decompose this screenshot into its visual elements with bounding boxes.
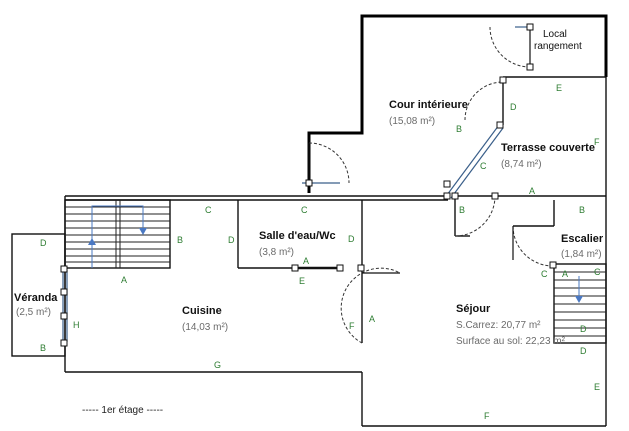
veranda-name: Véranda <box>14 292 58 304</box>
door-leaves <box>308 27 531 274</box>
veranda-area: (2,5 m²) <box>16 307 51 318</box>
wall-label: C <box>541 269 548 279</box>
wall-label: B <box>579 205 586 215</box>
local-name-2: rangement <box>534 41 582 52</box>
escalier-area: (1,84 m²) <box>561 249 602 260</box>
wall-label: A <box>303 256 310 266</box>
sejour-sol: Surface au sol: 22,23 m² <box>456 336 565 347</box>
wall-label: E <box>299 276 306 286</box>
wall-label: A <box>121 275 128 285</box>
wall-label: B <box>40 343 47 353</box>
salle-area: (3,8 m²) <box>259 247 294 258</box>
windows <box>62 26 530 342</box>
wall-label: D <box>348 234 355 244</box>
wall-label: C <box>205 205 212 215</box>
cuisine-name: Cuisine <box>182 305 222 317</box>
wall-label: C <box>480 161 487 171</box>
wall-label: F <box>594 137 600 147</box>
wall-label: D <box>580 346 587 356</box>
escalier-name: Escalier <box>561 233 604 245</box>
cour-area: (15,08 m²) <box>389 116 436 127</box>
salle-name: Salle d'eau/Wc <box>259 230 336 242</box>
cour-name: Cour intérieure <box>389 99 468 111</box>
wall-label: C <box>594 267 601 277</box>
stairs-right <box>554 271 606 337</box>
wall-label: B <box>459 205 466 215</box>
wall-label: D <box>580 324 587 334</box>
wall-label: E <box>594 382 601 392</box>
wall-label: A <box>369 314 376 324</box>
sejour-carrez: S.Carrez: 20,77 m² <box>456 320 541 331</box>
wall-label: H <box>73 320 80 330</box>
terrasse-area: (8,74 m²) <box>501 159 542 170</box>
wall-label: A <box>529 186 536 196</box>
door-arcs <box>308 26 554 344</box>
wall-label: C <box>301 205 308 215</box>
wall-label: B <box>456 124 463 134</box>
interior-walls <box>11 76 607 427</box>
wall-label: F <box>484 411 490 421</box>
joints <box>60 23 557 347</box>
cuisine-area: (14,03 m²) <box>182 322 229 333</box>
sejour-name: Séjour <box>456 303 491 315</box>
wall-label: D <box>40 238 47 248</box>
floor-caption: ----- 1er étage ----- <box>82 405 164 416</box>
wall-label: G <box>214 360 222 370</box>
wall-label: E <box>556 83 563 93</box>
wall-label: B <box>177 235 184 245</box>
wall-label: D <box>510 102 517 112</box>
wall-label: D <box>228 235 235 245</box>
stairs-left <box>65 200 170 268</box>
wall-label: A <box>562 269 569 279</box>
wall-label: F <box>349 321 355 331</box>
terrasse-name: Terrasse couverte <box>501 142 595 154</box>
local-name-1: Local <box>543 29 567 40</box>
